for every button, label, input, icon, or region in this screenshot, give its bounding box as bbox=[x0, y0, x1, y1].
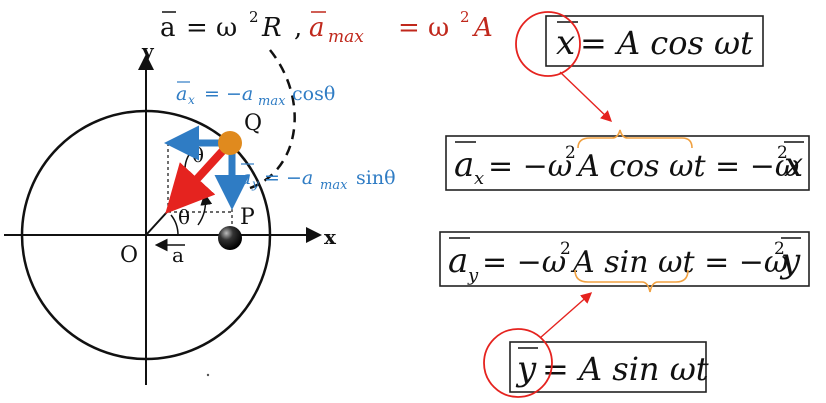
svg-text:2: 2 bbox=[774, 239, 785, 259]
pointer-arrow bbox=[539, 292, 593, 339]
svg-text:sinθ: sinθ bbox=[356, 167, 396, 189]
theta-arc-lower bbox=[197, 193, 213, 226]
pointer-arrow bbox=[559, 71, 613, 122]
acceleration-arrow bbox=[165, 142, 231, 214]
radius-r: R bbox=[261, 13, 282, 43]
point-p bbox=[218, 226, 242, 250]
exponent-2: 2 bbox=[460, 8, 470, 26]
brace-bottom bbox=[574, 269, 689, 293]
ax-equation-box: a x = −ω 2 A cos ωt = −ω 2 x bbox=[445, 135, 810, 191]
x-equation-box: x = A cos ωt bbox=[515, 11, 764, 77]
svg-text:max: max bbox=[258, 94, 286, 109]
svg-text:a: a bbox=[240, 167, 251, 189]
stray-dot bbox=[206, 373, 210, 377]
svg-text:x: x bbox=[188, 93, 195, 107]
svg-text:2: 2 bbox=[777, 143, 788, 163]
theta-arc bbox=[170, 214, 179, 236]
circle-diagram: x y O θ θ Q bbox=[4, 39, 396, 385]
svg-text:= −ω: = −ω bbox=[488, 149, 572, 184]
eq-omega-2: = ω bbox=[398, 13, 449, 43]
y-axis-label: y bbox=[141, 39, 155, 63]
ax-formula: a x = −a max cosθ bbox=[176, 81, 335, 109]
point-q bbox=[218, 131, 242, 155]
svg-text:max: max bbox=[320, 178, 348, 193]
amax-symbol: a bbox=[309, 13, 325, 43]
svg-text:y: y bbox=[467, 265, 479, 286]
amplitude-a: A bbox=[472, 13, 493, 43]
point-q-label: Q bbox=[244, 111, 262, 136]
svg-text:y: y bbox=[251, 177, 259, 191]
svg-text:= A cos ωt: = A cos ωt bbox=[580, 24, 753, 62]
svg-text:2: 2 bbox=[560, 239, 571, 259]
amax-subscript: max bbox=[328, 27, 364, 47]
origin-label: O bbox=[120, 243, 138, 268]
theta-label: θ bbox=[192, 143, 204, 167]
point-p-label: P bbox=[240, 205, 255, 230]
a-label: a bbox=[172, 243, 184, 267]
svg-text:a: a bbox=[176, 83, 187, 105]
svg-text:= A sin ωt: = A sin ωt bbox=[542, 350, 709, 388]
svg-text:a: a bbox=[448, 241, 468, 281]
svg-text:A cos ωt = −ω: A cos ωt = −ω bbox=[575, 149, 799, 184]
comma: , bbox=[294, 13, 302, 43]
y-equation-box: y = A sin ωt bbox=[483, 328, 709, 398]
svg-text:a: a bbox=[454, 145, 474, 185]
dashed-pointer-arc bbox=[249, 49, 296, 190]
theta-label-lower: θ bbox=[178, 205, 190, 229]
svg-text:x: x bbox=[556, 23, 575, 63]
eq-omega: = ω bbox=[186, 13, 237, 43]
svg-text:x: x bbox=[474, 168, 484, 189]
svg-text:= −a: = −a bbox=[264, 167, 313, 189]
svg-text:y: y bbox=[515, 349, 537, 389]
svg-text:= −ω: = −ω bbox=[482, 245, 566, 280]
svg-text:y: y bbox=[779, 241, 801, 281]
svg-text:= −a: = −a bbox=[204, 83, 253, 105]
red-highlight-circle bbox=[483, 328, 553, 398]
x-axis-label: x bbox=[324, 225, 337, 249]
accel-symbol: a bbox=[160, 13, 176, 43]
brace-top bbox=[577, 129, 693, 149]
exponent: 2 bbox=[249, 8, 259, 26]
svg-text:2: 2 bbox=[565, 143, 576, 163]
svg-text:A sin ωt = −ω: A sin ωt = −ω bbox=[570, 245, 788, 280]
top-formula: a = ω 2 R , a max = ω 2 A bbox=[160, 8, 493, 47]
svg-text:cosθ: cosθ bbox=[292, 83, 335, 105]
ay-equation-box: a y = −ω 2 A sin ωt = −ω 2 y bbox=[439, 231, 810, 287]
svg-text:x: x bbox=[784, 145, 803, 185]
ay-formula: a y = −a max sinθ bbox=[240, 163, 396, 193]
red-highlight-circle bbox=[515, 11, 581, 77]
